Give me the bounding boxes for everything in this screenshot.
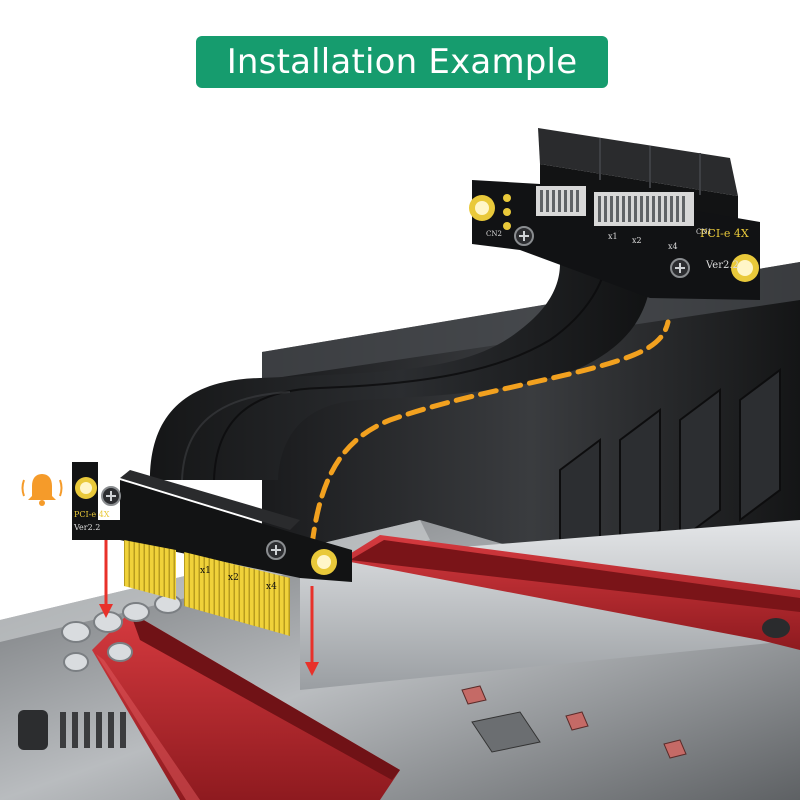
card-label: PCI-e 4X [74,510,110,519]
mount-hole-right [311,549,337,575]
card-lane-x1: x1 [200,566,211,576]
banner-title: Installation Example [226,42,578,82]
card-lane-x4: x4 [266,582,277,592]
pcie-slot-lower [92,612,400,800]
card-lane-x2: x2 [228,573,239,583]
routing-guide-line [309,319,671,548]
adapter-board: PCI-e 4X Ver2.2 x1 x2 x4 CN1 CN2 [469,128,760,300]
adapter-label: PCI-e 4X [700,227,749,240]
adapter-version: Ver2.2 [705,260,739,271]
card-gold-fingers-short [124,540,176,600]
arrow-down-icon [99,540,113,618]
arrow-down-icon [305,586,319,676]
screw-icon [101,486,121,506]
mount-hole-right [731,254,759,282]
adapter-connector-cn2: CN2 [486,230,502,238]
mount-hole-left [75,477,97,499]
ribbon-cable [150,261,652,481]
adapter-connector-cn1: CN1 [696,228,712,236]
card-gold-fingers-long [184,552,290,636]
installation-banner: Installation Example [196,36,608,88]
riser-slot-card: PCI-e 4X Ver2.2 x1 x2 x4 [72,462,352,636]
screw-icon [514,226,534,246]
adapter-lane-x1: x1 [608,232,618,241]
adapter-lane-x2: x2 [632,236,642,245]
card-version: Ver2.2 [73,523,100,532]
pcie-slot-upper [340,535,800,650]
screw-icon [670,258,690,278]
bell-icon [21,474,63,506]
screw-icon [266,540,286,560]
adapter-lane-x4: x4 [668,242,678,251]
mount-hole-left [469,195,495,221]
